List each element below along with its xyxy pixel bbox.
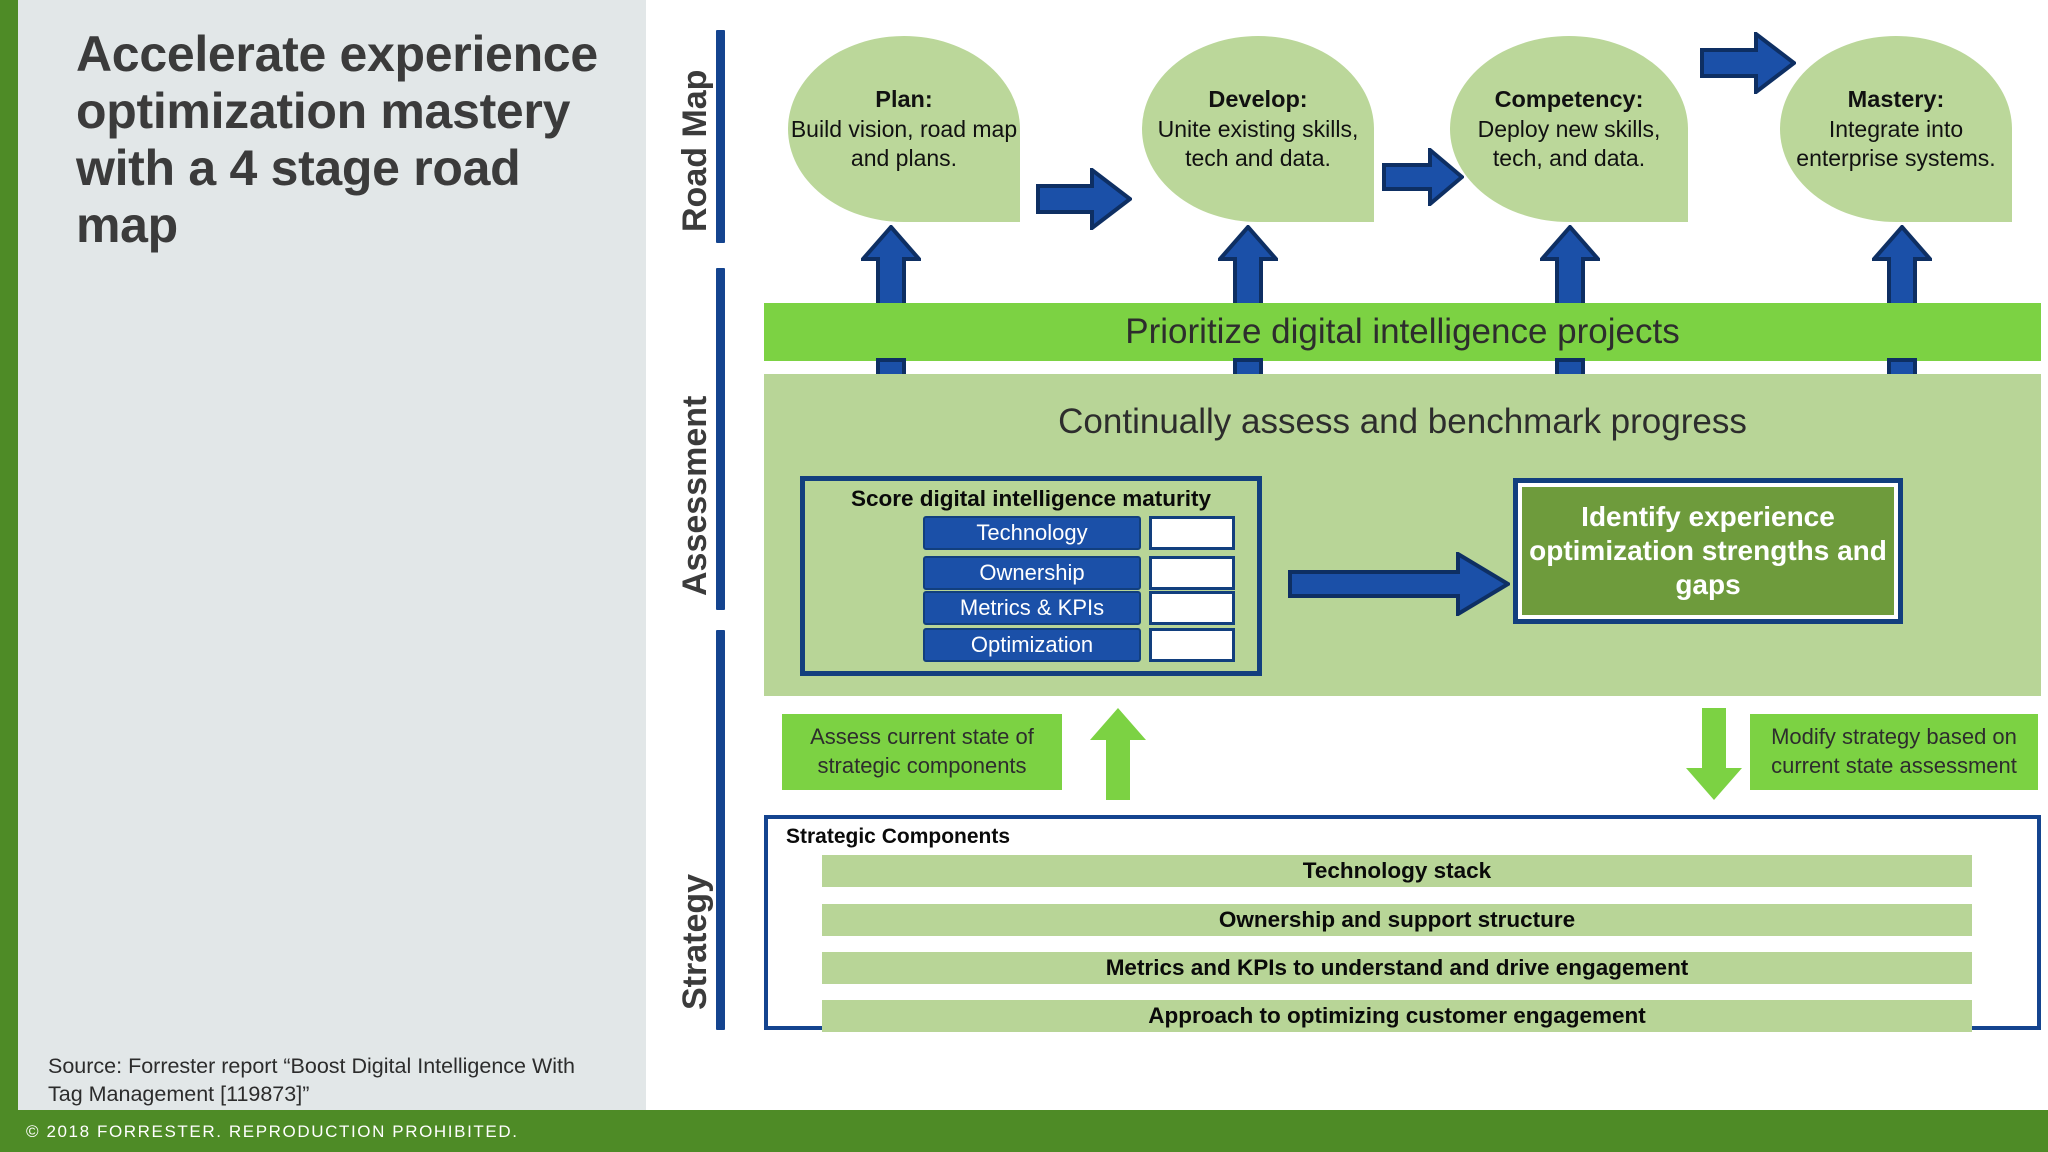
strategy-row[interactable]: Technology stack bbox=[822, 855, 1972, 887]
score-row[interactable]: Technology bbox=[923, 516, 1241, 550]
stage-body: Build vision, road map and plans. bbox=[790, 115, 1018, 171]
stage-up-arrow-3 bbox=[1540, 225, 1600, 311]
strategy-row[interactable]: Approach to optimizing customer engageme… bbox=[822, 1000, 1972, 1032]
score-row-input[interactable] bbox=[1149, 556, 1235, 590]
identify-outcome-label: Identify experience optimization strengt… bbox=[1522, 487, 1894, 615]
assess-current-state-label: Assess current state of strategic compon… bbox=[810, 724, 1034, 778]
score-row-input[interactable] bbox=[1149, 628, 1235, 662]
identify-outcome-box[interactable]: Identify experience optimization strengt… bbox=[1513, 478, 1903, 624]
copyright-notice: © 2018 FORRESTER. REPRODUCTION PROHIBITE… bbox=[26, 1122, 519, 1141]
roadmap-stage-competency[interactable]: Competency: Deploy new skills, tech, and… bbox=[1450, 36, 1688, 222]
stage-body: Deploy new skills, tech, and data. bbox=[1477, 115, 1661, 171]
score-row-label: Ownership bbox=[923, 556, 1141, 590]
score-row[interactable]: Metrics & KPIs bbox=[923, 591, 1241, 625]
section-label-road-map: Road Map bbox=[676, 69, 714, 232]
footer-bar bbox=[0, 1110, 2048, 1152]
score-row[interactable]: Ownership bbox=[923, 556, 1241, 590]
stage-connector-arrow-1 bbox=[1036, 168, 1132, 230]
roadmap-stage-plan[interactable]: Plan: Build vision, road map and plans. bbox=[788, 36, 1020, 222]
stage-connector-arrow-3 bbox=[1700, 32, 1796, 94]
title-sidebar bbox=[18, 0, 646, 1110]
stage-heading: Mastery: bbox=[1847, 86, 1945, 113]
score-row-label: Metrics & KPIs bbox=[923, 591, 1141, 625]
score-row-input[interactable] bbox=[1149, 591, 1235, 625]
stage-up-arrow-2 bbox=[1218, 225, 1278, 311]
score-row-input[interactable] bbox=[1149, 516, 1235, 550]
stage-heading: Develop: bbox=[1208, 86, 1308, 113]
section-rule-road-map bbox=[716, 30, 725, 243]
assess-current-state-callout[interactable]: Assess current state of strategic compon… bbox=[782, 714, 1062, 790]
modify-strategy-label: Modify strategy based on current state a… bbox=[1771, 724, 2017, 778]
modify-strategy-callout[interactable]: Modify strategy based on current state a… bbox=[1750, 714, 2038, 790]
section-label-strategy: Strategy bbox=[676, 873, 714, 1010]
strategy-row[interactable]: Metrics and KPIs to understand and drive… bbox=[822, 952, 1972, 984]
priority-band-label: Prioritize digital intelligence projects bbox=[1125, 312, 1680, 351]
roadmap-stage-develop[interactable]: Develop: Unite existing skills, tech and… bbox=[1142, 36, 1374, 222]
roadmap-stage-mastery[interactable]: Mastery: Integrate into enterprise syste… bbox=[1780, 36, 2012, 222]
stage-up-arrow-1 bbox=[861, 225, 921, 311]
section-rule-strategy bbox=[716, 630, 725, 1030]
section-rule-assessment bbox=[716, 268, 725, 610]
source-citation: Source: Forrester report “Boost Digital … bbox=[48, 1054, 575, 1107]
section-label-assessment: Assessment bbox=[676, 395, 714, 596]
assessment-flow-arrow bbox=[1288, 552, 1510, 616]
strategy-panel-title: Strategic Components bbox=[786, 825, 1011, 848]
stage-body: Unite existing skills, tech and data. bbox=[1157, 115, 1359, 171]
score-row-label: Optimization bbox=[923, 628, 1141, 662]
stage-heading: Competency: bbox=[1494, 86, 1644, 113]
assessment-heading: Continually assess and benchmark progres… bbox=[1058, 402, 1747, 441]
feedback-up-arrow-icon bbox=[1090, 708, 1146, 800]
feedback-down-arrow-icon bbox=[1686, 708, 1742, 800]
score-card-title: Score digital intelligence maturity bbox=[850, 486, 1212, 511]
score-row-label: Technology bbox=[923, 516, 1141, 550]
stage-body: Integrate into enterprise systems. bbox=[1796, 115, 1996, 171]
strategy-panel: Strategic Components Technology stack Ow… bbox=[764, 815, 2041, 1032]
stage-connector-arrow-2 bbox=[1382, 148, 1464, 206]
page-title: Accelerate experience optimization maste… bbox=[76, 26, 598, 253]
brand-accent-bar bbox=[0, 0, 18, 1110]
strategy-row[interactable]: Ownership and support structure bbox=[822, 904, 1972, 936]
stage-heading: Plan: bbox=[875, 86, 933, 113]
stage-up-arrow-4 bbox=[1872, 225, 1932, 311]
score-row[interactable]: Optimization bbox=[923, 628, 1241, 662]
score-card: Score digital intelligence maturity Tech… bbox=[800, 476, 1262, 676]
priority-band[interactable]: Prioritize digital intelligence projects bbox=[764, 303, 2041, 361]
